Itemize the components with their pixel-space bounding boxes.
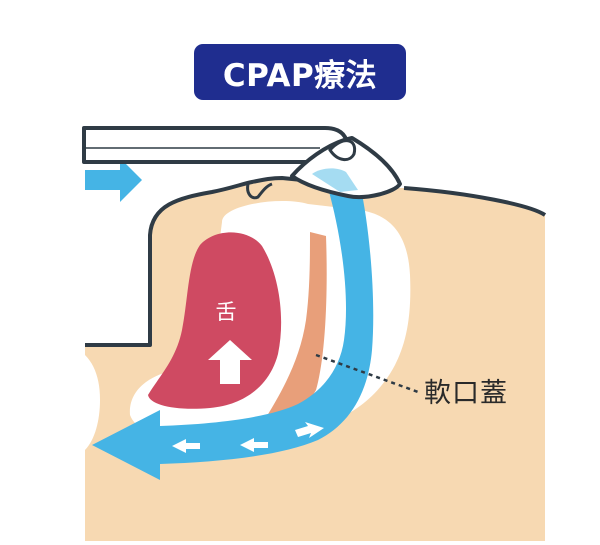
page-title: CPAP療法 <box>222 57 378 94</box>
airflow-arrows <box>172 422 324 453</box>
soft-palate-label: 軟口蓋 <box>424 378 508 409</box>
tongue-label: 舌 <box>215 300 237 324</box>
airflow-arrow-icon <box>85 158 142 202</box>
cpap-mask-icon <box>290 136 402 199</box>
upward-arrow-icon <box>208 340 252 384</box>
soft-palate <box>262 232 327 424</box>
airflow-arrow-icon <box>295 422 324 438</box>
airflow-arrow-icon <box>172 439 200 453</box>
mask-inner-airflow <box>312 168 358 192</box>
airflow-arrow-icon <box>240 438 268 452</box>
airflow-stream <box>92 184 374 480</box>
mask-connector <box>328 139 357 161</box>
face-outline <box>85 176 547 347</box>
nose <box>246 182 273 200</box>
tongue <box>148 232 282 409</box>
soft-palate-leader-line <box>315 353 419 394</box>
title-badge: CPAP療法 <box>194 44 406 100</box>
